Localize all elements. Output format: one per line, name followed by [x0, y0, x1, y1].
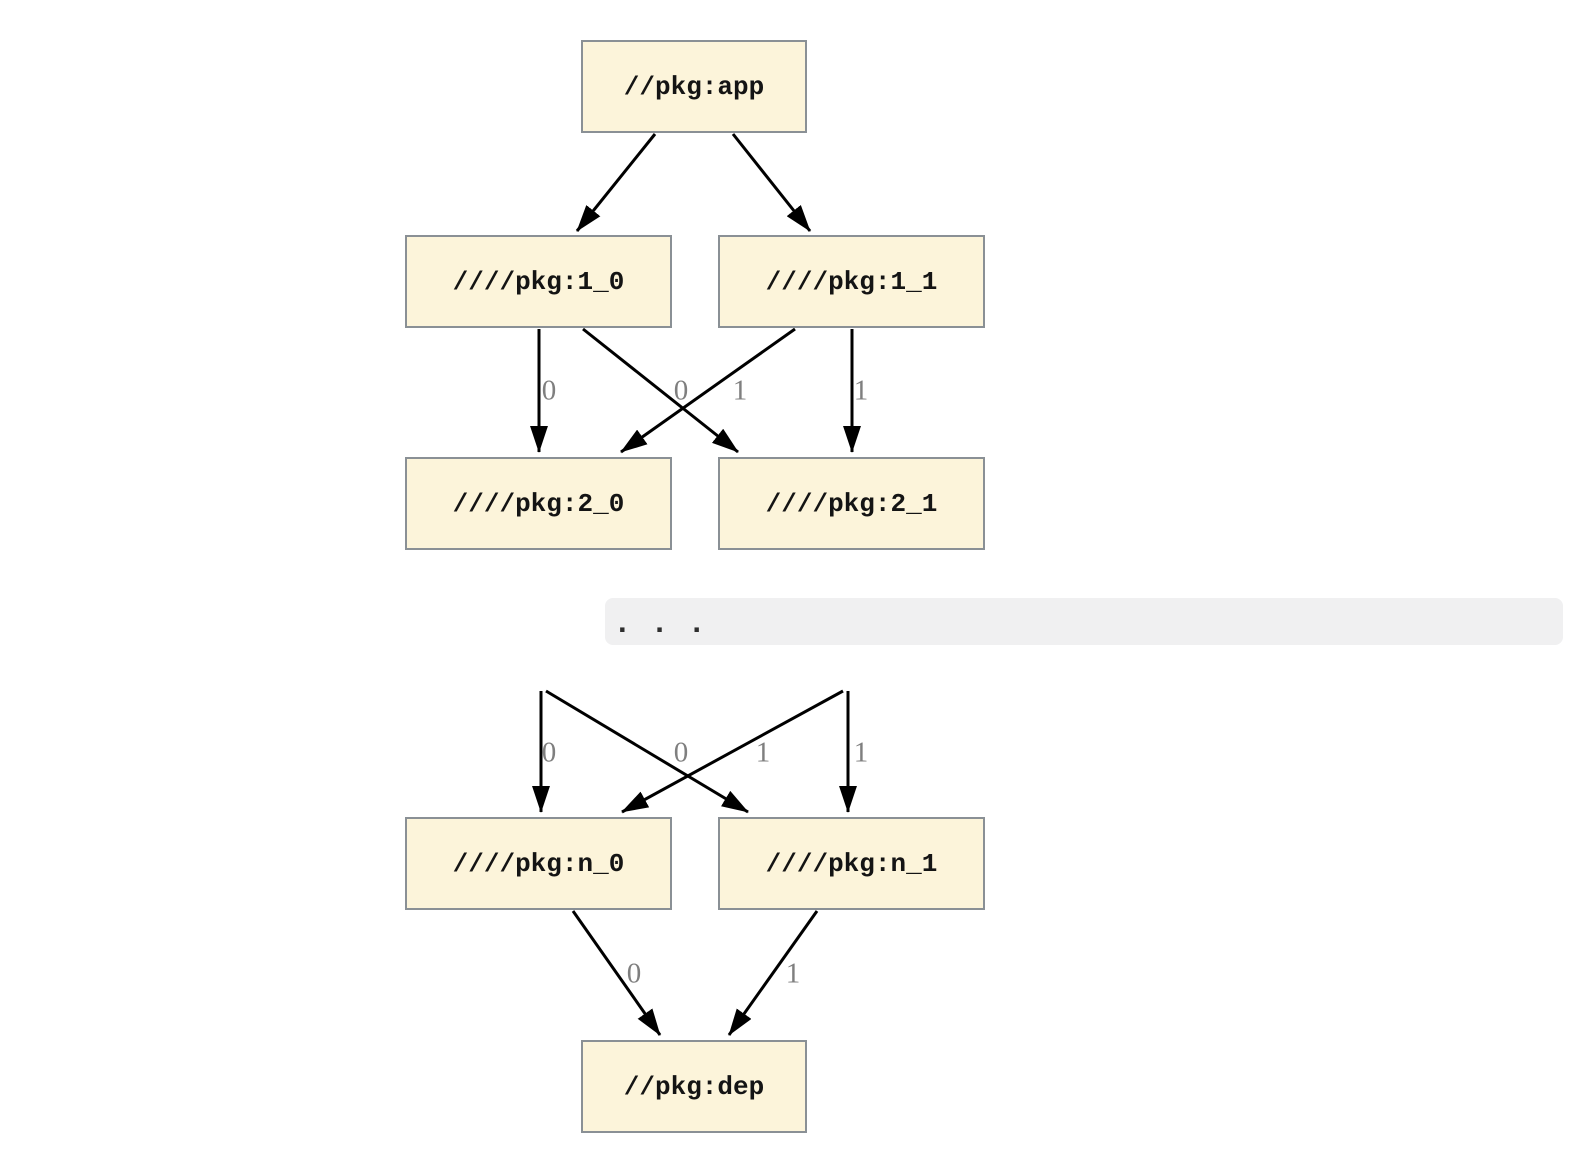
- edge-ellipsis-to-n_1: [545, 689, 749, 814]
- edge-n_1-to-dep: [727, 910, 819, 1036]
- edge-label-1_0-to-2_0: 0: [541, 374, 557, 407]
- node-pkg-1-1: ////pkg:1_1: [718, 235, 985, 328]
- edge-1_1-to-2_0: [620, 327, 796, 454]
- edge-1_0-to-2_1: [582, 327, 739, 454]
- edge-app-to-1_0: [575, 133, 657, 232]
- edge-app-to-1_1: [731, 133, 812, 232]
- edge-label-1_1-to-2_1: 1: [853, 374, 869, 407]
- edge-label-1_0-to-2_1: 1: [732, 374, 748, 407]
- edge-label-ellipsis-to-n_1: 1: [755, 736, 771, 769]
- edge-label-ellipsis-to-n_1: 1: [853, 736, 869, 769]
- node-pkg-2-0: ////pkg:2_0: [405, 457, 672, 550]
- node-pkg-2-1: ////pkg:2_1: [718, 457, 985, 550]
- ellipsis-band: . . .: [605, 598, 1563, 645]
- node-pkg-n-0: ////pkg:n_0: [405, 817, 672, 910]
- node-label: //pkg:dep: [623, 1071, 765, 1102]
- node-label: ////pkg:n_0: [452, 848, 625, 879]
- node-label: ////pkg:2_1: [765, 488, 938, 519]
- edge-n_0-to-dep: [571, 910, 662, 1036]
- node-pkg-n-1: ////pkg:n_1: [718, 817, 985, 910]
- node-label: ////pkg:1_1: [765, 266, 938, 297]
- node-label: ////pkg:n_1: [765, 848, 938, 879]
- edge-label-1_1-to-2_0: 0: [673, 374, 689, 407]
- edge-label-n_0-to-dep: 0: [626, 957, 642, 990]
- node-pkg-dep: //pkg:dep: [581, 1040, 807, 1133]
- node-label: //pkg:app: [623, 71, 765, 102]
- node-pkg-app: //pkg:app: [581, 40, 807, 133]
- edge-ellipsis-to-n_0: [621, 689, 844, 814]
- edge-label-ellipsis-to-n_0: 0: [673, 736, 689, 769]
- ellipsis-text: . . .: [613, 607, 707, 642]
- edge-label-n_1-to-dep: 1: [785, 957, 801, 990]
- node-label: ////pkg:1_0: [452, 266, 625, 297]
- node-pkg-1-0: ////pkg:1_0: [405, 235, 672, 328]
- edge-label-ellipsis-to-n_0: 0: [541, 736, 557, 769]
- node-label: ////pkg:2_0: [452, 488, 625, 519]
